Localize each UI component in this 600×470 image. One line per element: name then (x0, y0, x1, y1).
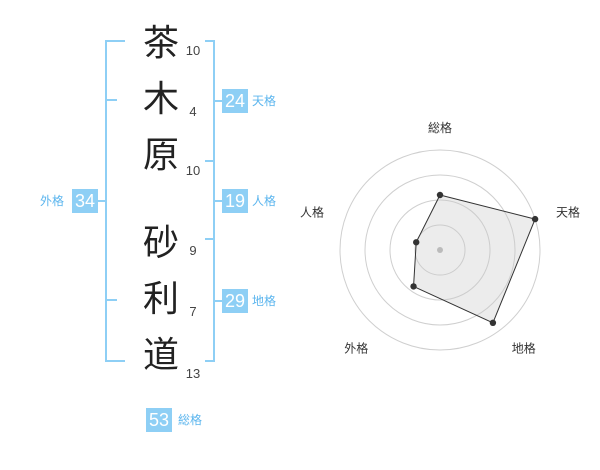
radar-point-1 (436, 191, 444, 199)
chikaku-label: 地格 (252, 294, 277, 308)
radar-data-area (413, 194, 536, 324)
name-char-4: 砂 (142, 223, 179, 264)
radar-point-3 (489, 319, 497, 327)
radar-grid-ring (414, 224, 466, 276)
radar-axis-label: 人格 (300, 204, 324, 219)
tenkaku-connector (215, 100, 223, 102)
radar-center-dot (437, 247, 443, 253)
stroke-count-1: 10 (185, 43, 201, 58)
stroke-count-3: 10 (185, 163, 201, 178)
gaikaku-bracket-tick (107, 99, 117, 101)
chikaku-bracket (205, 238, 215, 362)
radar-point-5 (413, 239, 420, 246)
radar-axis-label: 外格 (344, 341, 368, 356)
tenkaku-label: 天格 (252, 94, 277, 108)
name-char-2: 木 (142, 79, 179, 120)
tenkaku-bracket (205, 40, 215, 162)
gaikaku-connector (97, 200, 105, 202)
jinkaku-value: 19 (222, 189, 248, 213)
jinkaku-connector (215, 200, 223, 202)
tenkaku-value: 24 (222, 89, 248, 113)
stroke-count-4: 9 (189, 243, 197, 258)
radar-grid-ring (389, 199, 491, 301)
radar-point-4 (410, 283, 417, 290)
chikaku-connector (215, 300, 223, 302)
gaikaku-bracket-tick (107, 299, 117, 301)
radar-axis-label: 総格 (428, 120, 452, 135)
radar-point-2 (531, 215, 539, 223)
name-char-6: 道 (142, 335, 179, 376)
name-char-5: 利 (142, 279, 179, 320)
radar-grid-ring (364, 174, 516, 326)
name-char-3: 原 (142, 135, 179, 176)
soukaku-value: 53 (146, 408, 172, 432)
chikaku-value: 29 (222, 289, 248, 313)
jinkaku-label: 人格 (252, 194, 277, 208)
gaikaku-bracket (105, 40, 125, 362)
name-char-1: 茶 (142, 23, 179, 64)
stroke-count-2: 4 (189, 104, 197, 119)
jinkaku-bracket (205, 160, 215, 240)
stroke-count-6: 13 (185, 366, 201, 381)
gaikaku-label: 外格 (40, 194, 65, 208)
radar-axis-label: 地格 (512, 341, 536, 356)
radar-axis-label: 天格 (556, 204, 580, 219)
soukaku-label: 総格 (178, 413, 203, 427)
gaikaku-value: 34 (72, 189, 98, 213)
stroke-count-5: 7 (189, 304, 197, 319)
